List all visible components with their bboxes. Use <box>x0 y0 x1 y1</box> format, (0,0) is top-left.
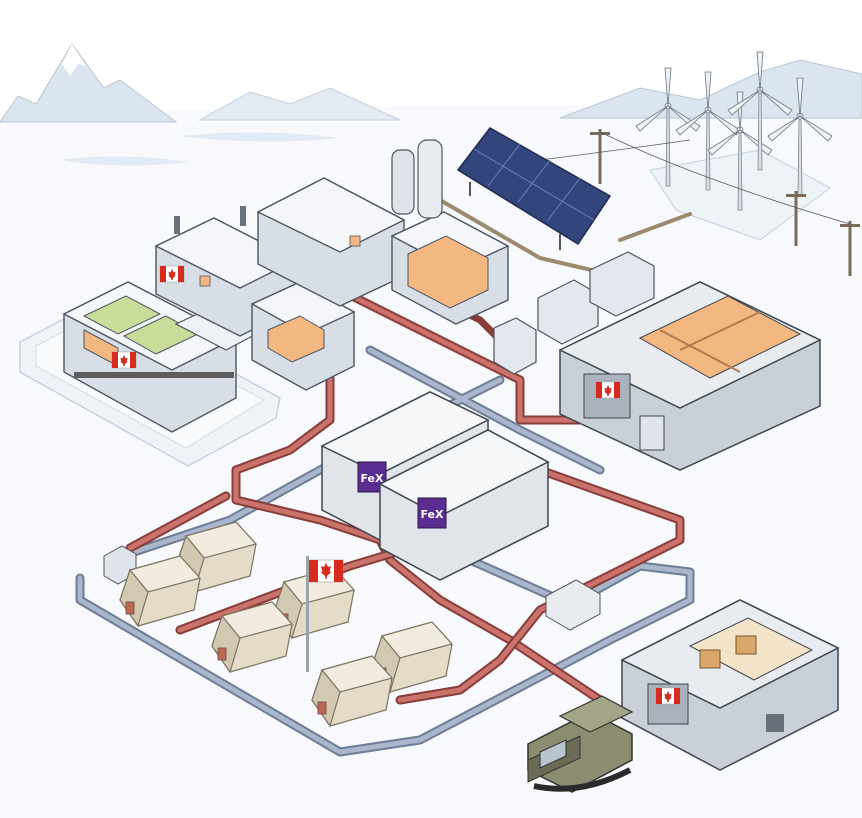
canada-flag-icon <box>656 688 680 704</box>
chimney <box>174 216 180 234</box>
canada-flag-icon <box>112 352 136 368</box>
battery-label: FeX <box>420 508 444 521</box>
canada-flag-icon <box>160 266 184 282</box>
chimney <box>240 206 246 226</box>
canada-flag-icon <box>596 382 620 398</box>
